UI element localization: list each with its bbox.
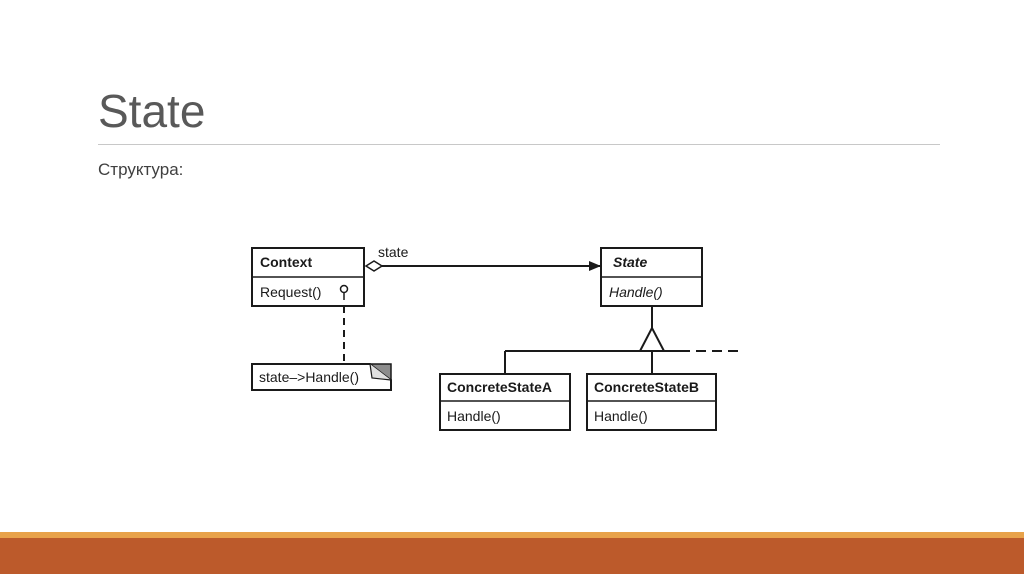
state-class-box: State Handle(): [600, 247, 703, 307]
association-context-state: state: [364, 244, 601, 272]
context-method: Request(): [260, 284, 321, 300]
context-class-name: Context: [260, 254, 312, 270]
concrete-state-a-method: Handle(): [447, 408, 501, 424]
association-label: state: [378, 244, 409, 260]
state-method: Handle(): [609, 284, 663, 300]
note-text: state–>Handle(): [259, 369, 359, 385]
concrete-state-b-method: Handle(): [594, 408, 648, 424]
concrete-state-b-name: ConcreteStateB: [594, 379, 699, 395]
state-class-name: State: [613, 254, 647, 270]
title-divider: [98, 144, 940, 145]
aggregation-diamond: [364, 260, 384, 272]
inheritance-triangle: [638, 325, 666, 352]
concrete-state-a-box: ConcreteStateA Handle(): [439, 373, 571, 431]
concrete-state-a-name: ConcreteStateA: [447, 379, 552, 395]
note-anchor-circle: [339, 284, 349, 294]
footer-bar: [0, 538, 1024, 574]
slide-subtitle: Структура:: [98, 160, 184, 179]
footer-accent-stripe: [0, 532, 1024, 538]
note-box: state–>Handle(): [251, 363, 392, 391]
inheritance-connector: [504, 306, 740, 374]
slide-title: State: [98, 85, 206, 137]
concrete-state-b-box: ConcreteStateB Handle(): [586, 373, 717, 431]
context-class-box: Context Request(): [251, 247, 365, 307]
